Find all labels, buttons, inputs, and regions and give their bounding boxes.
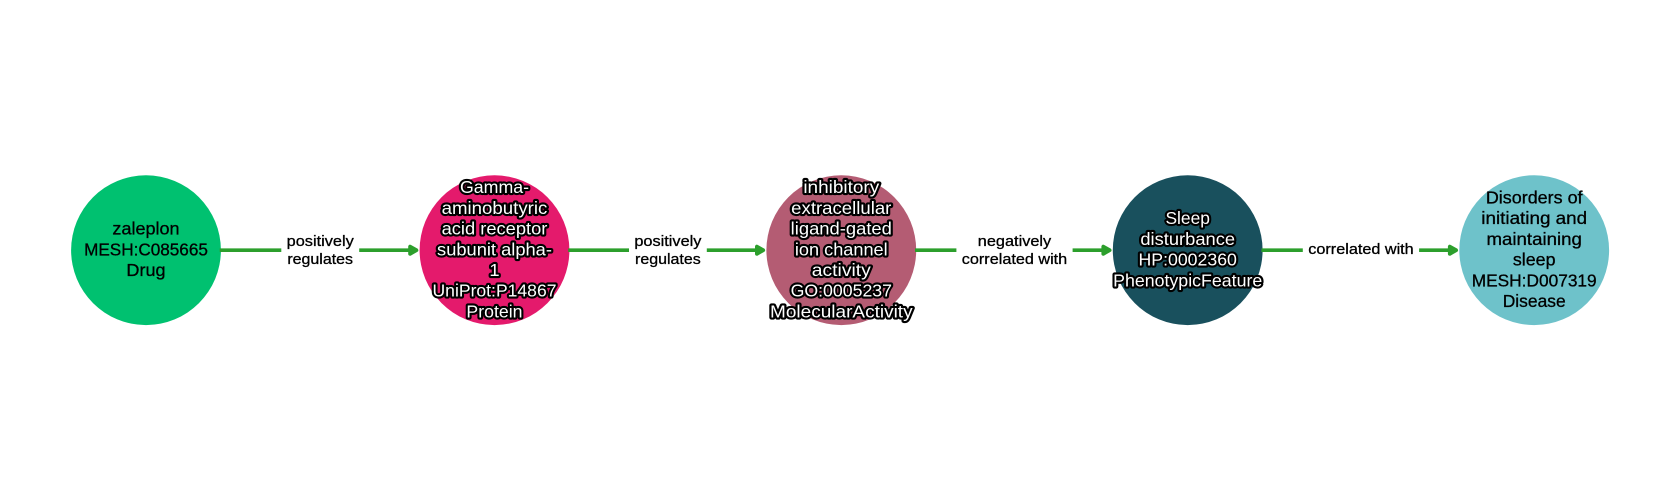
svg-text:UniProt:P14867: UniProt:P14867 [433, 281, 557, 301]
svg-text:extracellular: extracellular [791, 198, 891, 218]
svg-text:activity: activity [812, 260, 871, 280]
svg-text:acid receptor: acid receptor [442, 219, 548, 239]
svg-text:regulates: regulates [287, 251, 353, 268]
svg-text:GO:0005237: GO:0005237 [791, 281, 892, 301]
svg-text:negatively: negatively [978, 233, 1052, 250]
svg-text:initiating and: initiating and [1481, 208, 1587, 228]
svg-text:MESH:D007319: MESH:D007319 [1472, 270, 1597, 290]
svg-text:1: 1 [489, 260, 499, 280]
svg-text:Drug: Drug [126, 260, 165, 280]
svg-text:PhenotypicFeature: PhenotypicFeature [1113, 270, 1262, 290]
svg-text:HP:0002360: HP:0002360 [1139, 250, 1238, 270]
svg-text:Disorders of: Disorders of [1486, 188, 1583, 208]
svg-text:sleep: sleep [1513, 250, 1556, 270]
svg-text:positively: positively [287, 233, 355, 250]
svg-text:correlated with: correlated with [962, 251, 1067, 268]
svg-text:correlated with: correlated with [1308, 241, 1413, 258]
svg-text:ligand-gated: ligand-gated [791, 219, 892, 239]
svg-text:Disease: Disease [1503, 291, 1566, 311]
svg-text:Sleep: Sleep [1165, 208, 1210, 228]
svg-text:MolecularActivity: MolecularActivity [770, 301, 913, 321]
svg-text:aminobutyric: aminobutyric [442, 198, 548, 218]
svg-text:MESH:C085665: MESH:C085665 [84, 239, 208, 259]
svg-text:zaleplon: zaleplon [112, 219, 179, 239]
svg-text:positively: positively [634, 233, 702, 250]
svg-text:Gamma-: Gamma- [460, 177, 529, 197]
svg-text:subunit alpha-: subunit alpha- [437, 239, 552, 259]
svg-text:ion channel: ion channel [795, 239, 888, 259]
svg-text:inhibitory: inhibitory [803, 177, 879, 197]
svg-text:regulates: regulates [635, 251, 701, 268]
svg-text:Protein: Protein [466, 301, 522, 321]
svg-text:disturbance: disturbance [1140, 229, 1235, 249]
svg-text:maintaining: maintaining [1487, 229, 1582, 249]
